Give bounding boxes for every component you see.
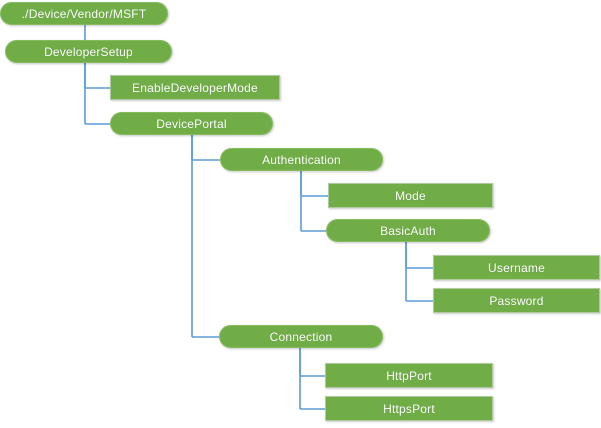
connector-deviceportal-to-connection <box>191 135 219 338</box>
connector-connection-to-httpsport <box>299 348 325 410</box>
node-label-password: Password <box>489 293 544 308</box>
node-enabledevelopermode[interactable]: EnableDeveloperMode <box>110 75 280 100</box>
connector-authentication-to-mode <box>300 171 328 197</box>
node-httpport[interactable]: HttpPort <box>325 363 493 388</box>
connector-basicauth-to-username <box>405 242 433 269</box>
node-label-authentication: Authentication <box>262 152 341 167</box>
node-label-httpsport: HttpsPort <box>383 401 435 416</box>
connector-deviceportal-to-authentication <box>191 135 220 161</box>
node-label-root: ./Device/Vendor/MSFT <box>21 6 147 21</box>
node-root[interactable]: ./Device/Vendor/MSFT <box>0 2 168 25</box>
node-label-httpport: HttpPort <box>386 368 432 383</box>
connector-developersetup-to-deviceportal <box>84 63 110 125</box>
node-deviceportal[interactable]: DevicePortal <box>110 112 273 135</box>
connector-developersetup-to-enabledevelopermode <box>84 63 110 89</box>
node-basicauth[interactable]: BasicAuth <box>326 219 490 242</box>
node-label-mode: Mode <box>395 188 426 203</box>
connector-basicauth-to-password <box>405 242 433 302</box>
node-label-enabledevelopermode: EnableDeveloperMode <box>132 80 258 95</box>
connector-connection-to-httpport <box>299 348 325 377</box>
node-label-username: Username <box>488 260 545 275</box>
node-username[interactable]: Username <box>433 255 600 280</box>
node-authentication[interactable]: Authentication <box>220 148 383 171</box>
node-label-basicauth: BasicAuth <box>380 223 436 238</box>
node-label-developersetup: DeveloperSetup <box>44 44 133 59</box>
connector-authentication-to-basicauth <box>300 171 326 232</box>
node-label-deviceportal: DevicePortal <box>156 116 227 131</box>
node-connection[interactable]: Connection <box>219 325 383 348</box>
node-label-connection: Connection <box>269 329 333 344</box>
node-developersetup[interactable]: DeveloperSetup <box>5 40 172 63</box>
node-httpsport[interactable]: HttpsPort <box>325 396 493 421</box>
node-mode[interactable]: Mode <box>328 183 493 208</box>
node-password[interactable]: Password <box>433 288 600 313</box>
